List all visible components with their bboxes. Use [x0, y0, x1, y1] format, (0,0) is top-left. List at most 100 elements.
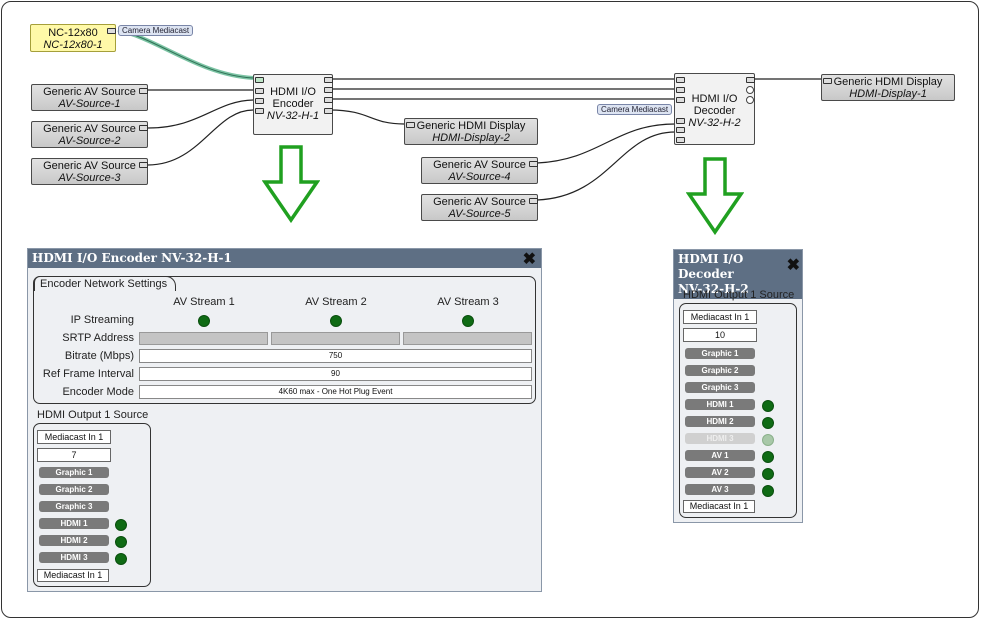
mediacast-link-core	[117, 29, 254, 79]
av-1-status-icon	[762, 451, 774, 463]
decoder-input-port[interactable]	[676, 127, 685, 133]
graphic-2-button[interactable]: Graphic 2	[39, 484, 109, 495]
decoder-panel-title: HDMI I/O Decoder	[678, 252, 744, 281]
close-icon[interactable]: ✖	[786, 255, 800, 274]
decoder-input-port[interactable]	[676, 97, 685, 103]
source-name: Generic AV Source	[43, 123, 136, 135]
av-1-button[interactable]: AV 1	[685, 450, 755, 461]
decoder-output-port[interactable]	[746, 86, 754, 94]
decoder-input-port[interactable]	[676, 77, 685, 83]
graphic-1-button[interactable]: Graphic 1	[39, 467, 109, 478]
hdmi-1-button[interactable]: HDMI 1	[39, 518, 109, 529]
encoder-node[interactable]: HDMI I/O Encoder NV-32-H-1	[253, 74, 333, 135]
wire-source5-decoder[interactable]	[536, 131, 676, 201]
ref-frame-interval-input[interactable]: 90	[139, 367, 532, 381]
mediacast-in-select-bottom[interactable]: Mediacast In 1	[37, 569, 109, 582]
av-3-button[interactable]: AV 3	[685, 484, 755, 495]
stream-header-2: AV Stream 2	[305, 296, 367, 308]
srtp-address-field-3[interactable]	[403, 332, 532, 345]
decoder-line1: HDMI I/O	[691, 93, 738, 105]
hdmi-2-button[interactable]: HDMI 2	[685, 416, 755, 427]
wire-source4-decoder[interactable]	[536, 123, 676, 164]
hdmi-2-button[interactable]: HDMI 2	[39, 535, 109, 546]
decoder-id: NV-32-H-2	[688, 117, 741, 129]
encoder-line2: Encoder	[272, 98, 314, 110]
mediacast-in-select-bottom[interactable]: Mediacast In 1	[683, 500, 755, 513]
down-arrow-icon	[686, 157, 744, 235]
av-source-node-1[interactable]: Generic AV Source AV-Source-1	[31, 84, 148, 111]
hdmi-1-button[interactable]: HDMI 1	[685, 399, 755, 410]
decoder-node[interactable]: HDMI I/O Decoder NV-32-H-2	[674, 73, 755, 145]
hdmi-display-node-2[interactable]: Generic HDMI Display HDMI-Display-2	[404, 118, 538, 145]
srtp-address-field-2[interactable]	[271, 332, 400, 345]
ref-frame-interval-label: Ref Frame Interval	[42, 368, 134, 380]
hdmi-2-status-icon	[762, 417, 774, 429]
graphic-3-button[interactable]: Graphic 3	[39, 501, 109, 512]
display-input-port[interactable]	[406, 122, 415, 128]
display-name: Generic HDMI Display	[416, 120, 526, 132]
encoder-input-port[interactable]	[255, 108, 264, 114]
encoder-output-port[interactable]	[324, 87, 333, 93]
source-id: AV-Source-4	[448, 171, 511, 183]
camera-output-port[interactable]	[107, 28, 116, 34]
stream-2-status-icon[interactable]	[330, 315, 342, 327]
encoder-input-port[interactable]	[255, 98, 264, 104]
decoder-input-port[interactable]	[676, 137, 685, 143]
channel-input[interactable]: 10	[683, 328, 757, 342]
hdmi-3-status-icon	[762, 434, 774, 446]
source-output-port[interactable]	[139, 162, 148, 168]
av-source-node-5[interactable]: Generic AV Source AV-Source-5	[421, 194, 538, 221]
hdmi-1-status-icon	[115, 519, 127, 531]
stream-3-status-icon[interactable]	[462, 315, 474, 327]
encoder-output-port[interactable]	[324, 108, 333, 114]
decoder-panel-titlebar: HDMI I/O Decoder NV-32-H-2 ✖	[674, 250, 802, 299]
display-input-port[interactable]	[823, 78, 832, 84]
close-icon[interactable]: ✖	[522, 249, 536, 268]
source-name: Generic AV Source	[433, 159, 526, 171]
hdmi-3-status-icon	[115, 553, 127, 565]
decoder-output-port[interactable]	[746, 96, 754, 104]
source-id: AV-Source-1	[58, 98, 121, 110]
camera-node[interactable]: NC-12x80 NC-12x80-1	[30, 24, 116, 52]
encoder-panel-titlebar: HDMI I/O Encoder NV-32-H-1 ✖	[28, 249, 541, 268]
graphic-3-button[interactable]: Graphic 3	[685, 382, 755, 393]
encoder-mode-select[interactable]: 4K60 max - One Hot Plug Event	[139, 385, 532, 399]
encoder-input-port[interactable]	[255, 88, 264, 94]
hdmi-3-button[interactable]: HDMI 3	[685, 433, 755, 444]
mediacast-in-select[interactable]: Mediacast In 1	[683, 310, 757, 324]
av-2-button[interactable]: AV 2	[685, 467, 755, 478]
source-name: Generic AV Source	[43, 86, 136, 98]
av-source-node-4[interactable]: Generic AV Source AV-Source-4	[421, 157, 538, 184]
encoder-output-port[interactable]	[324, 77, 333, 83]
encoder-network-settings-tab[interactable]: Encoder Network Settings	[34, 276, 177, 291]
wire-encoder-display2[interactable]	[329, 109, 405, 125]
encoder-output-port[interactable]	[324, 97, 333, 103]
hdmi-3-button[interactable]: HDMI 3	[39, 552, 109, 563]
graphic-1-button[interactable]: Graphic 1	[685, 348, 755, 359]
source-output-port[interactable]	[139, 88, 148, 94]
camera-mediacast-badge: Camera Mediacast	[118, 25, 194, 36]
display-id: HDMI-Display-2	[432, 132, 510, 144]
bitrate-input[interactable]: 750	[139, 349, 532, 363]
wire-source2-encoder[interactable]	[147, 99, 254, 129]
stream-header-1: AV Stream 1	[173, 296, 235, 308]
source-output-port[interactable]	[139, 125, 148, 131]
decoder-output-port[interactable]	[746, 77, 755, 83]
decoder-input-port[interactable]	[676, 118, 685, 124]
encoder-input-port[interactable]	[255, 77, 264, 83]
av-source-node-2[interactable]: Generic AV Source AV-Source-2	[31, 121, 148, 148]
channel-input[interactable]: 7	[37, 448, 111, 462]
decoder-panel: HDMI I/O Decoder NV-32-H-2 ✖ HDMI Output…	[673, 249, 803, 523]
srtp-address-field-1[interactable]	[139, 332, 268, 345]
stream-1-status-icon[interactable]	[198, 315, 210, 327]
wire-source3-encoder[interactable]	[147, 109, 254, 166]
av-source-node-3[interactable]: Generic AV Source AV-Source-3	[31, 158, 148, 185]
decoder-input-port[interactable]	[676, 87, 685, 93]
source-output-port[interactable]	[529, 161, 538, 167]
graphic-2-button[interactable]: Graphic 2	[685, 365, 755, 376]
mediacast-in-select[interactable]: Mediacast In 1	[37, 430, 111, 444]
source-output-port[interactable]	[529, 198, 538, 204]
hdmi-display-node-1[interactable]: Generic HDMI Display HDMI-Display-1	[821, 74, 955, 101]
encoder-panel: HDMI I/O Encoder NV-32-H-1 ✖ Encoder Net…	[27, 248, 542, 592]
